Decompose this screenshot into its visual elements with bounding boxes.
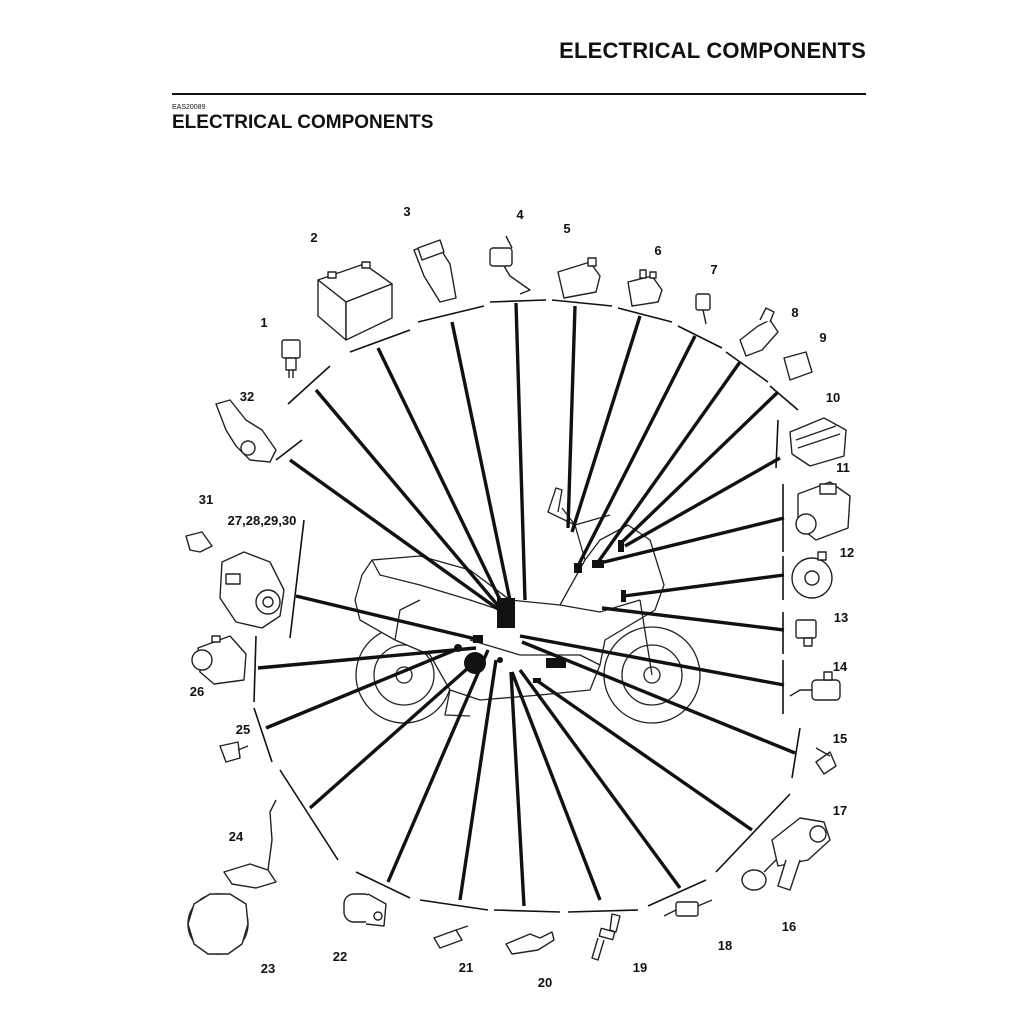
callout-18: 18: [718, 938, 732, 953]
callout-1: 1: [260, 315, 267, 330]
callout-11: 11: [836, 460, 850, 475]
component-10-icon: [789, 417, 847, 467]
callout-5: 5: [563, 221, 570, 236]
page-header: ELECTRICAL COMPONENTS: [0, 0, 1024, 100]
header-rule: [172, 93, 866, 95]
component-7-icon: [695, 293, 711, 325]
spark-plug-icon: [591, 913, 621, 961]
component-8-icon: [739, 307, 779, 357]
ring-brackets: [253, 299, 801, 913]
callout-21: 21: [459, 960, 473, 975]
callout-3: 3: [403, 204, 410, 219]
component-16-icon: [741, 855, 781, 891]
component-6-icon: [627, 269, 663, 307]
callout-22: 22: [333, 949, 347, 964]
component-21-icon: [433, 925, 469, 949]
callout-24: 24: [229, 829, 244, 844]
callout-15: 15: [833, 731, 847, 746]
starter-motor-icon: [191, 635, 247, 685]
callout-2: 2: [310, 230, 317, 245]
callout-10: 10: [826, 390, 840, 405]
component-22-icon: [343, 893, 387, 927]
component-25-icon: [219, 741, 249, 763]
callout-4: 4: [516, 207, 524, 222]
callout-32: 32: [240, 389, 254, 404]
leader-lines: [257, 302, 796, 907]
battery-icon: [317, 261, 393, 341]
component-24-icon: [223, 799, 277, 889]
component-20-icon: [505, 931, 555, 955]
component-1-icon: [281, 339, 301, 378]
scooter-illustration: [354, 487, 701, 724]
callout-26: 26: [190, 684, 204, 699]
callout-17: 17: [833, 803, 847, 818]
component-15-icon: [815, 747, 837, 775]
callout-25: 25: [236, 722, 250, 737]
callout-31: 31: [199, 492, 213, 507]
component-4-icon: [489, 235, 531, 295]
stator-coil-icon: [187, 893, 249, 955]
callout-19: 19: [633, 960, 647, 975]
callout-27-30: 27,28,29,30: [228, 513, 297, 528]
section-title: ELECTRICAL COMPONENTS: [172, 112, 434, 133]
callout-8: 8: [791, 305, 798, 320]
callout-20: 20: [538, 975, 552, 990]
component-13-icon: [795, 619, 817, 647]
page-header-title: ELECTRICAL COMPONENTS: [559, 38, 866, 63]
component-18-icon: [663, 899, 713, 917]
callout-12: 12: [840, 545, 854, 560]
callout-9: 9: [819, 330, 826, 345]
callout-23: 23: [261, 961, 275, 976]
callout-labels: 1 2 3 4 5 6 7 8 9 10 11 12 13 14 15 16 1…: [190, 204, 854, 990]
component-11-icon: [795, 481, 851, 541]
component-17-icon: [771, 817, 831, 891]
section-code: EAS20089: [172, 104, 206, 111]
component-9-icon: [783, 351, 813, 381]
component-14-icon: [789, 671, 841, 701]
component-3-icon: [413, 239, 457, 303]
component-5-icon: [557, 257, 601, 299]
component-27-30-icon: [219, 551, 285, 629]
callout-6: 6: [654, 243, 661, 258]
callout-14: 14: [833, 659, 848, 674]
component-31-icon: [185, 531, 213, 553]
horn-icon: [791, 551, 833, 599]
callout-13: 13: [834, 610, 848, 625]
callout-7: 7: [710, 262, 717, 277]
component-32-icon: [215, 399, 277, 463]
callout-16: 16: [782, 919, 796, 934]
